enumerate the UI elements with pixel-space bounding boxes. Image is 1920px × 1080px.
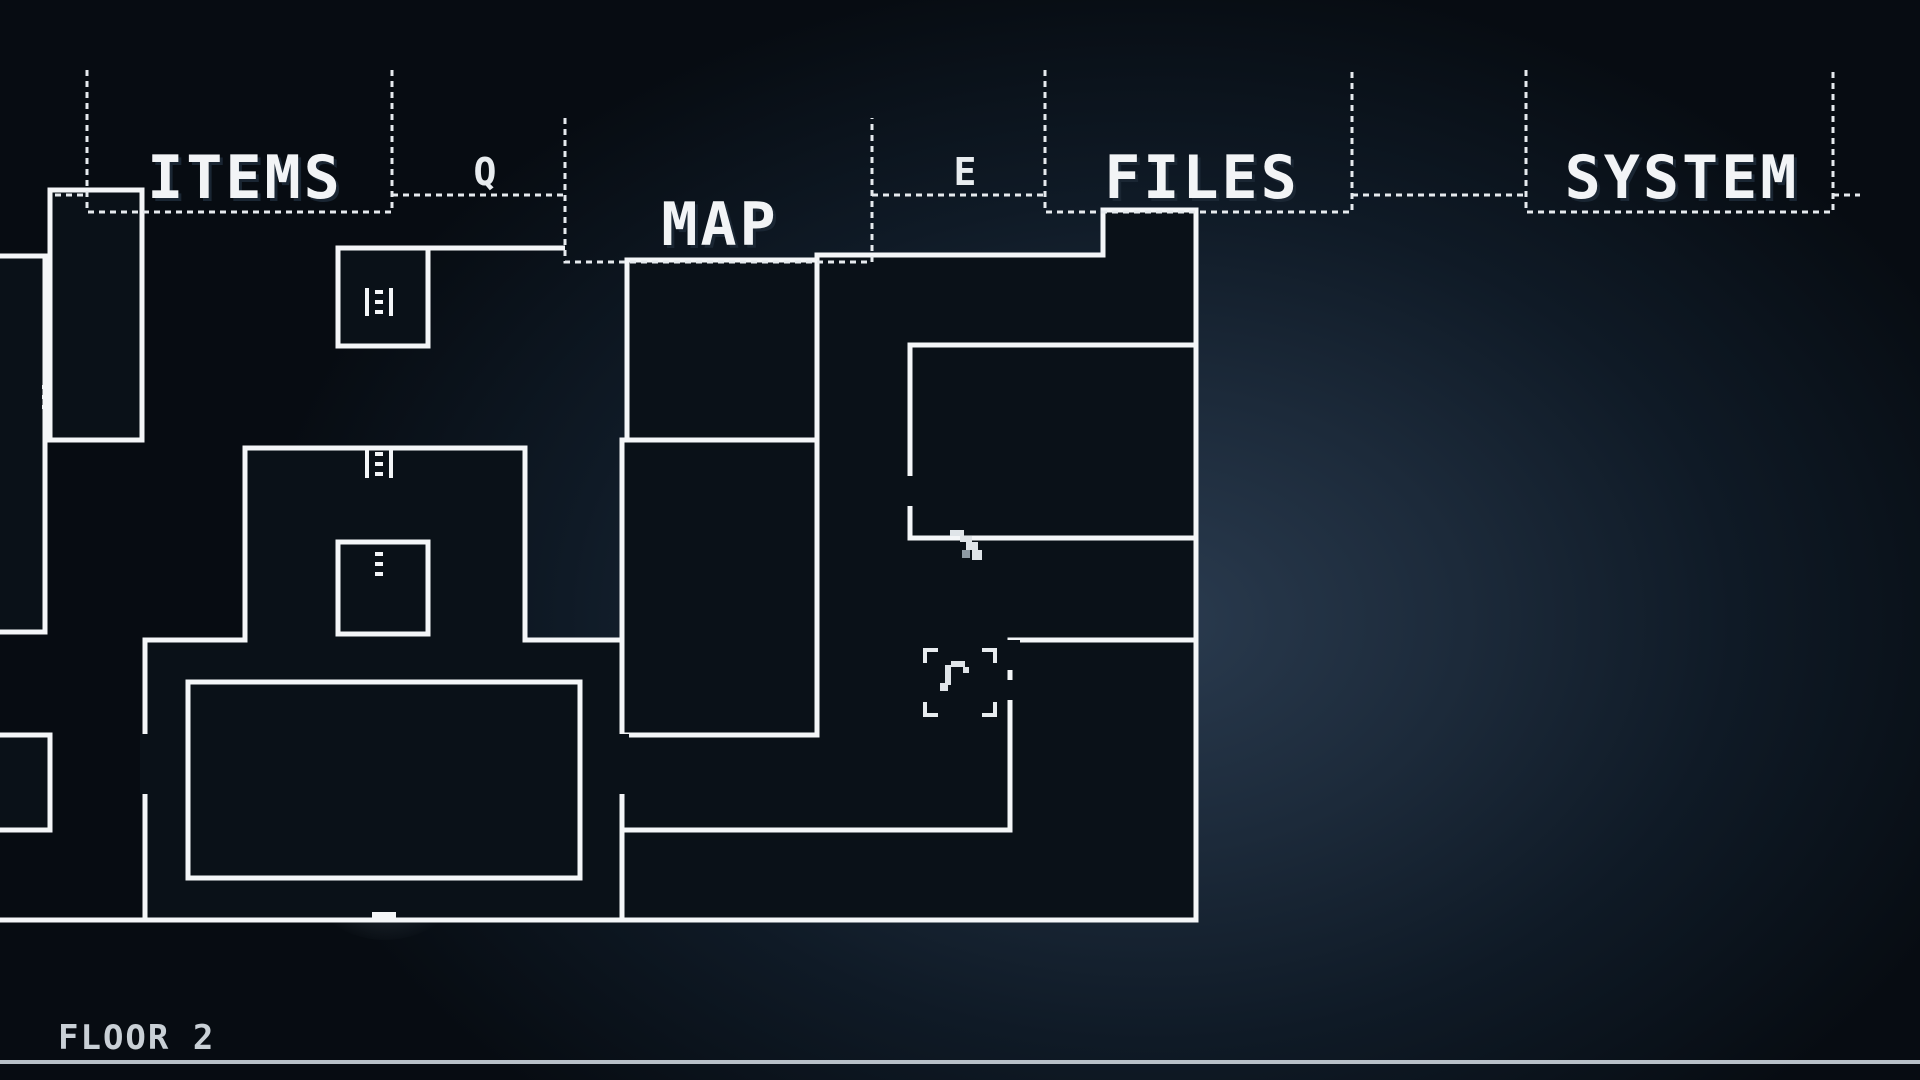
map-room (624, 257, 820, 443)
map-room (335, 539, 431, 637)
door-gap (1000, 640, 1020, 670)
door-gap (617, 734, 629, 794)
door-gap (905, 476, 917, 506)
tab-bar (55, 70, 1860, 264)
tab-items[interactable]: ITEMS (147, 143, 343, 213)
door-gap (1000, 680, 1020, 700)
tab-map[interactable]: MAP (661, 190, 779, 260)
stairs-icon (365, 288, 393, 316)
tab-system[interactable]: SYSTEM (1564, 143, 1800, 213)
floor-indicator: FLOOR 2 (58, 1018, 216, 1058)
map-room (0, 253, 48, 635)
player-marker-icon (950, 530, 982, 560)
save-glyph-icon (940, 661, 969, 691)
stairs-icon (375, 552, 383, 576)
tab-files[interactable]: FILES (1104, 143, 1300, 213)
map-room (0, 732, 53, 833)
map-room (47, 187, 145, 443)
prev-tab-key[interactable]: Q (473, 150, 497, 194)
bottom-divider (0, 1060, 1920, 1064)
map-room (619, 437, 820, 738)
side-door-icon (42, 385, 50, 409)
map-room (619, 637, 1199, 923)
stairs-icon (365, 448, 393, 478)
map-room (335, 245, 431, 349)
door-gap (140, 734, 152, 794)
save-point-icon (923, 648, 997, 717)
map-room (907, 342, 1199, 541)
map-room (185, 679, 583, 881)
exit-marker-icon (372, 912, 396, 922)
next-tab-key[interactable]: E (953, 150, 977, 194)
